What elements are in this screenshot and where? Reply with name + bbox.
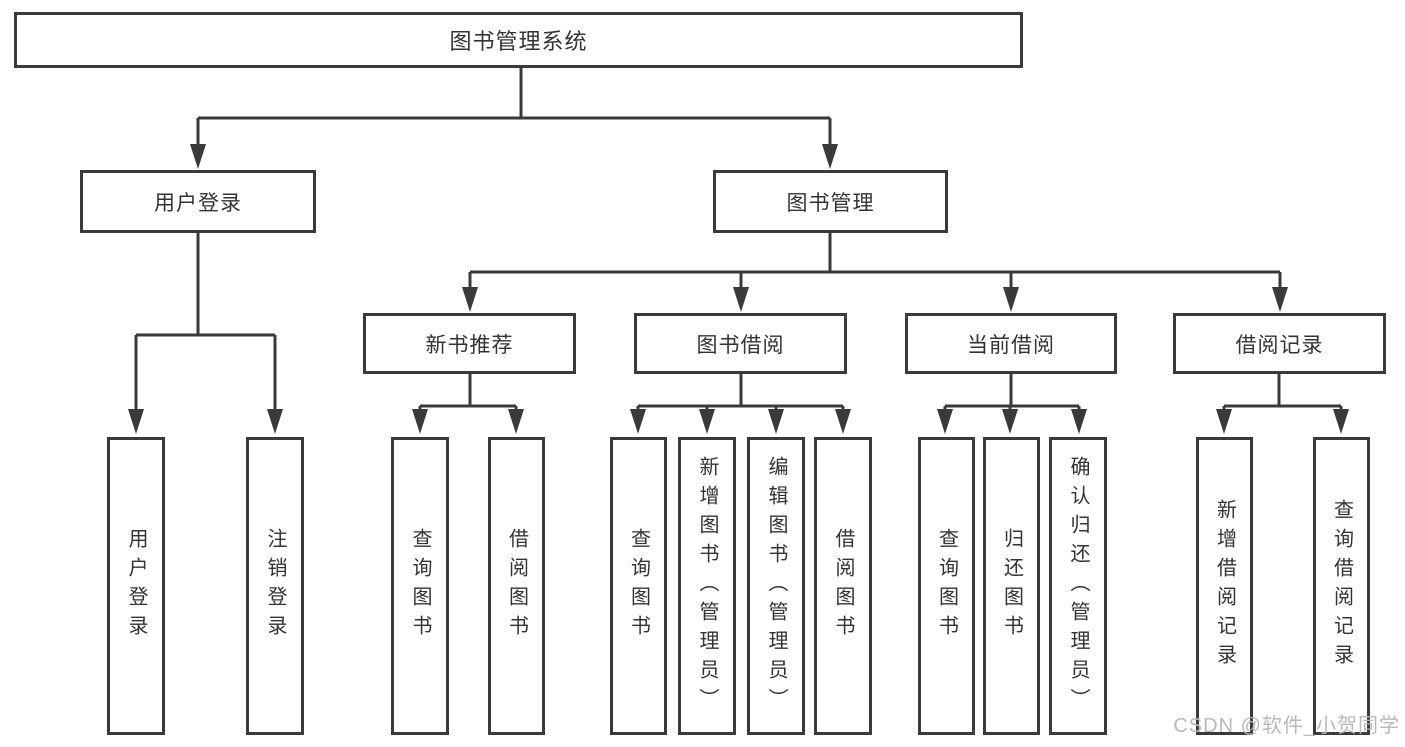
leaf-label: 借阅图书 [505, 528, 528, 644]
leaf-query-books-borrowing: 查询图书 [610, 437, 667, 735]
node-book-management: 图书管理 [713, 170, 948, 233]
node-current-borrowing: 当前借阅 [905, 313, 1117, 374]
node-new-book-recommendation: 新书推荐 [363, 313, 576, 374]
leaf-label: 查询借阅记录 [1330, 499, 1353, 673]
leaf-label: 新增图书（管理员） [696, 455, 718, 717]
leaf-borrow-books-borrowing: 借阅图书 [814, 437, 872, 735]
node-borrowing-records: 借阅记录 [1173, 313, 1386, 374]
leaf-edit-book-admin: 编辑图书（管理员） [747, 437, 805, 735]
leaf-add-book-admin: 新增图书（管理员） [678, 437, 736, 735]
leaf-label: 新增借阅记录 [1213, 499, 1236, 673]
leaf-add-borrow-record: 新增借阅记录 [1196, 437, 1253, 735]
leaf-query-books-recommend: 查询图书 [391, 437, 449, 735]
node-book-borrowing: 图书借阅 [634, 313, 847, 374]
leaf-label: 用户登录 [125, 528, 147, 644]
leaf-logout: 注销登录 [246, 437, 304, 735]
leaf-label: 归还图书 [1000, 528, 1023, 644]
leaf-label: 借阅图书 [832, 528, 854, 644]
leaf-user-login: 用户登录 [107, 437, 165, 735]
leaf-label: 查询图书 [409, 528, 431, 644]
leaf-return-books: 归还图书 [983, 437, 1040, 735]
leaf-label: 注销登录 [264, 528, 286, 644]
leaf-borrow-books-recommend: 借阅图书 [488, 437, 545, 735]
leaf-query-borrow-record: 查询借阅记录 [1313, 437, 1370, 735]
leaf-label: 查询图书 [627, 528, 650, 644]
leaf-query-books-current: 查询图书 [918, 437, 975, 735]
leaf-label: 查询图书 [935, 528, 958, 644]
node-library-management-system: 图书管理系统 [14, 12, 1023, 68]
leaf-label: 确认归还（管理员） [1067, 455, 1089, 717]
node-user-login: 用户登录 [80, 170, 316, 233]
leaf-label: 编辑图书（管理员） [765, 455, 787, 717]
leaf-confirm-return-admin: 确认归还（管理员） [1049, 437, 1107, 735]
